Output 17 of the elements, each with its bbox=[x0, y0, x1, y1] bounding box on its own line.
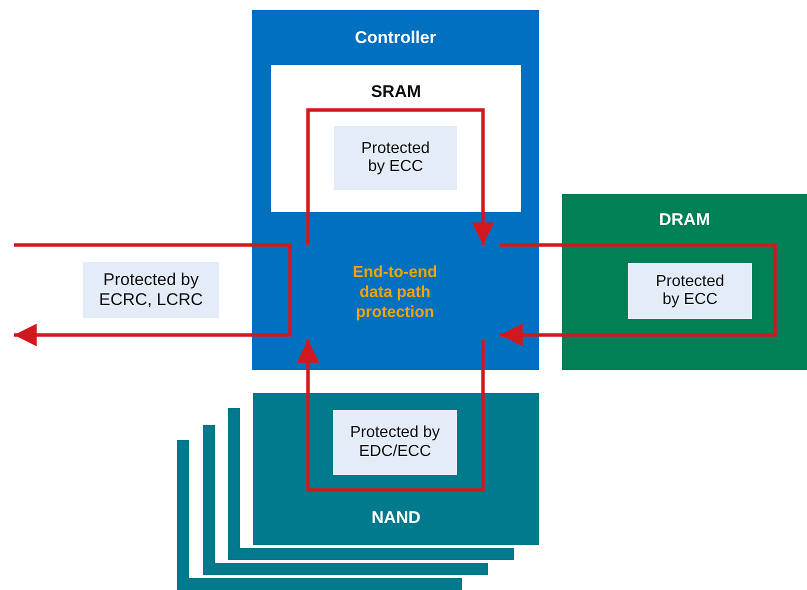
sram-panel bbox=[271, 65, 521, 212]
arrow bbox=[296, 340, 485, 492]
arrow bbox=[14, 290, 292, 346]
protection-note: Protected by ECC bbox=[334, 126, 457, 190]
protection-note: Protected by EDC/ECC bbox=[333, 410, 457, 475]
arrow bbox=[306, 108, 494, 245]
dram-panel bbox=[562, 194, 807, 370]
panel-heading: SRAM bbox=[370, 82, 422, 102]
protection-text: End-to-end data path protection bbox=[352, 262, 438, 322]
nand-panel bbox=[253, 393, 539, 545]
arrow bbox=[500, 243, 777, 346]
controller-panel bbox=[252, 10, 539, 370]
protection-note: Protected by ECRC, LCRC bbox=[83, 262, 219, 318]
protection-note: Protected by ECC bbox=[628, 263, 752, 319]
panel-heading: DRAM bbox=[658, 210, 711, 230]
panel-heading: NAND bbox=[370, 508, 422, 528]
panel-heading: Controller bbox=[354, 28, 438, 48]
